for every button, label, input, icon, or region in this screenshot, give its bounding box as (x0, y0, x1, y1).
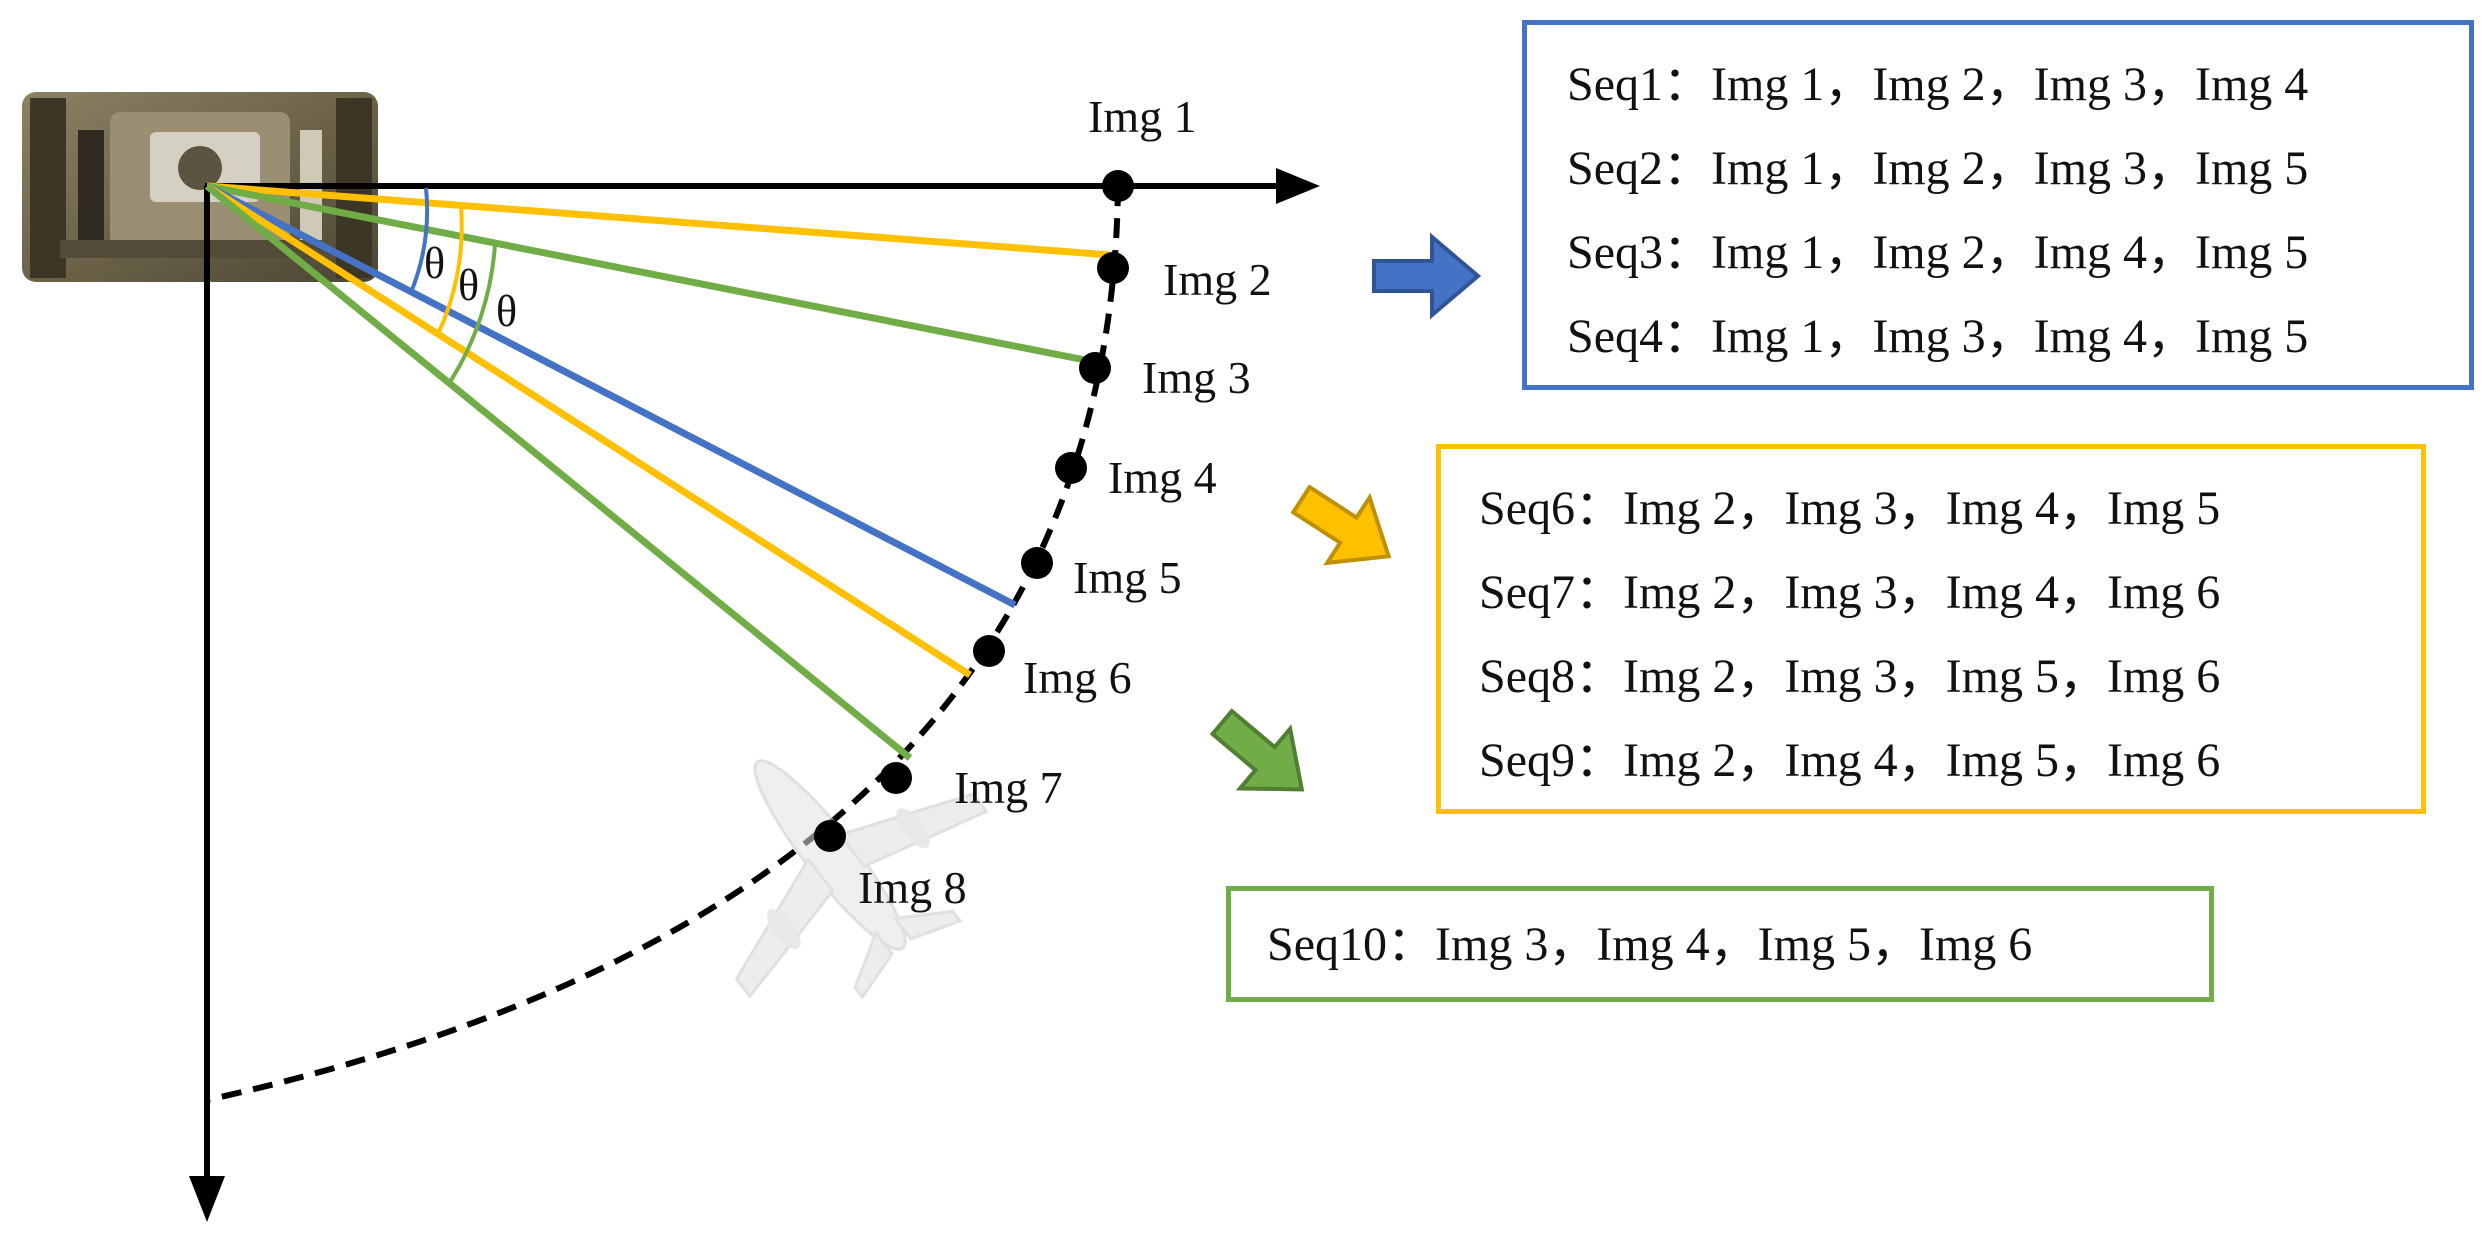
arrow-to-yellow-box (1290, 484, 1392, 566)
sequence-line: Seq10：Img 3，Img 4，Img 5，Img 6 (1267, 918, 2033, 971)
point-img1 (1102, 170, 1134, 202)
arrow-to-green-box (1209, 708, 1305, 792)
sequence-line: Seq3：Img 1，Img 2，Img 4，Img 5 (1567, 226, 2309, 279)
sequence-line: Seq7：Img 2，Img 3，Img 4，Img 6 (1479, 566, 2221, 619)
angle-arcs (410, 187, 497, 384)
angle-theta-2: θ (458, 261, 479, 310)
angle-arc-blue (410, 187, 430, 291)
point-img2 (1097, 252, 1129, 284)
vertical-axis-arrowhead (189, 1176, 225, 1222)
label-img1: Img 1 (1088, 91, 1197, 142)
sequence-line: Seq9：Img 2，Img 4，Img 5，Img 6 (1479, 734, 2221, 787)
point-img4 (1055, 452, 1087, 484)
sequence-box-green: Seq10：Img 3，Img 4，Img 5，Img 6 (1226, 886, 2214, 1002)
angle-theta-1: θ (424, 239, 445, 288)
sequence-line: Seq8：Img 2，Img 3，Img 5，Img 6 (1479, 650, 2221, 703)
angle-arc-yellow (436, 205, 464, 335)
ray-yellow-img6 (205, 183, 972, 678)
ray-yellow-img2 (206, 182, 1111, 259)
point-img7 (880, 762, 912, 794)
label-img6: Img 6 (1023, 652, 1132, 703)
sequence-line: Seq2：Img 1，Img 2，Img 3，Img 5 (1567, 142, 2309, 195)
sequence-box-yellow: Seq6：Img 2，Img 3，Img 4，Img 5 Seq7：Img 2，… (1436, 444, 2426, 814)
sight-rays (204, 182, 1111, 761)
airplane-icon (734, 759, 989, 1000)
ray-green-img7 (204, 183, 913, 761)
sequence-box-blue: Seq1：Img 1，Img 2，Img 3，Img 4 Seq2：Img 1，… (1522, 20, 2474, 390)
ray-green-img3 (206, 182, 1086, 364)
label-img4: Img 4 (1108, 452, 1217, 503)
ray-blue-img5 (205, 182, 1017, 609)
point-img3 (1079, 352, 1111, 384)
angle-arc-green (448, 244, 497, 384)
label-img8: Img 8 (858, 862, 967, 913)
arrow-to-blue-box (1372, 232, 1482, 320)
sequence-line: Seq1：Img 1，Img 2，Img 3，Img 4 (1567, 58, 2309, 111)
label-img7: Img 7 (954, 762, 1063, 813)
label-img3: Img 3 (1142, 352, 1251, 403)
point-img5 (1021, 547, 1053, 579)
sequence-line: Seq4：Img 1，Img 3，Img 4，Img 5 (1567, 310, 2309, 363)
sequence-line: Seq6：Img 2，Img 3，Img 4，Img 5 (1479, 482, 2221, 535)
horizontal-axis-arrowhead (1276, 168, 1320, 204)
angle-theta-3: θ (496, 287, 517, 336)
image-points (814, 170, 1134, 852)
label-img2: Img 2 (1163, 254, 1272, 305)
point-img8 (814, 820, 846, 852)
point-img6 (973, 635, 1005, 667)
label-img5: Img 5 (1073, 552, 1182, 603)
